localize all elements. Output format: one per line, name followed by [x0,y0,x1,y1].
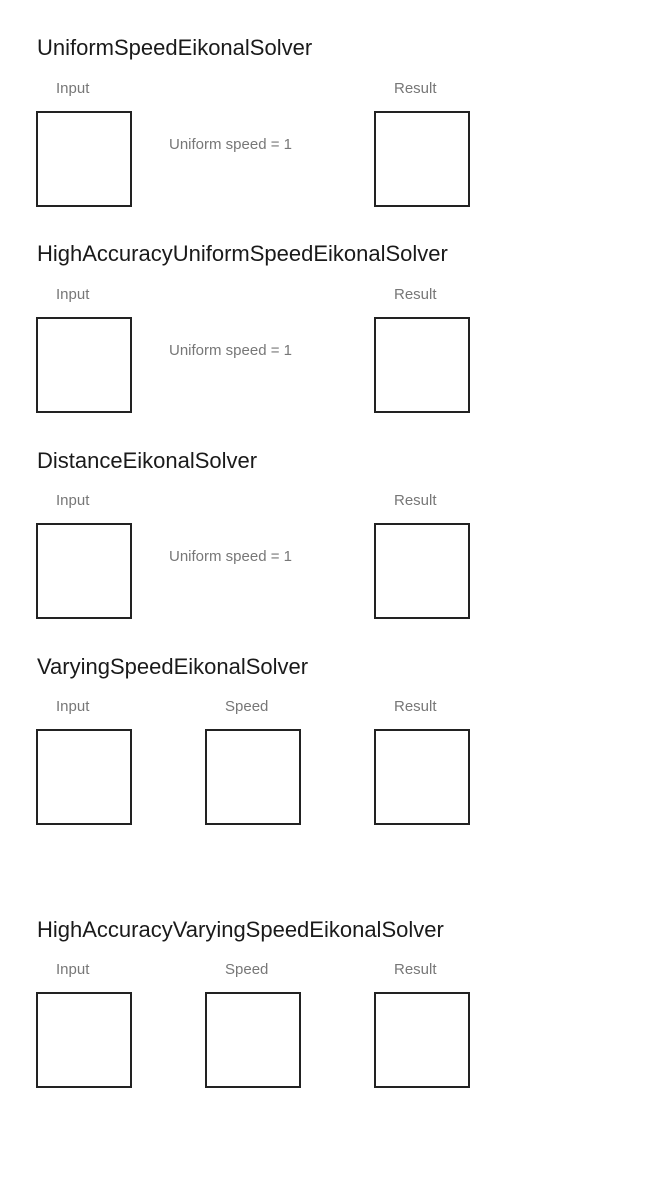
speed-label: Speed [225,698,269,715]
input-label: Input [56,698,90,715]
uniform-speed-note: Uniform speed = 1 [169,342,292,359]
input-box [36,317,132,413]
result-label: Result [394,698,437,715]
input-box [36,992,132,1088]
section-title: HighAccuracyVaryingSpeedEikonalSolver [37,917,444,942]
section-title: UniformSpeedEikonalSolver [37,35,313,60]
uniform-speed-note: Uniform speed = 1 [169,136,292,153]
result-box [374,729,470,825]
input-label: Input [56,492,90,509]
input-label: Input [56,80,90,97]
result-label: Result [394,961,437,978]
result-box [374,111,470,207]
result-box [374,992,470,1088]
speed-box [205,729,301,825]
result-label: Result [394,492,437,509]
result-label: Result [394,286,437,303]
speed-label: Speed [225,961,269,978]
section-title: VaryingSpeedEikonalSolver [37,654,309,679]
result-box [374,523,470,619]
uniform-speed-note: Uniform speed = 1 [169,548,292,565]
speed-box [205,992,301,1088]
input-label: Input [56,961,90,978]
input-box [36,523,132,619]
input-box [36,111,132,207]
result-label: Result [394,80,437,97]
input-label: Input [56,286,90,303]
result-box [374,317,470,413]
input-box [36,729,132,825]
section-title: DistanceEikonalSolver [37,448,258,473]
section-title: HighAccuracyUniformSpeedEikonalSolver [37,241,448,266]
